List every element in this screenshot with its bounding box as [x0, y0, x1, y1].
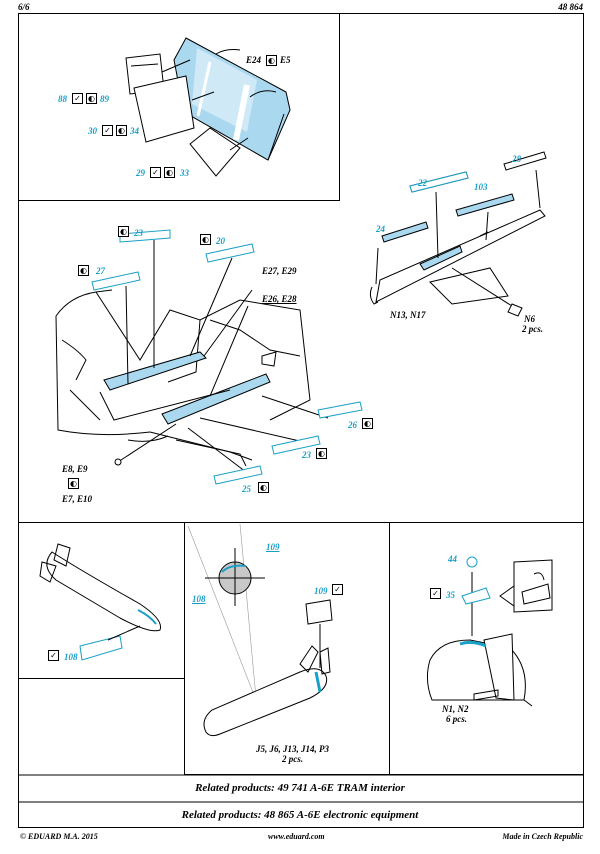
label-n13-n17: N13, N17	[390, 310, 426, 320]
part-29: 29	[136, 168, 145, 178]
label-n6-pcs: 2 pcs.	[522, 324, 543, 334]
fold-icon: ✓	[430, 588, 441, 599]
remove-icon: ◐	[266, 55, 277, 66]
remove-icon: ◐	[118, 226, 129, 237]
part-26: 26	[348, 420, 357, 430]
part-27: 27	[96, 266, 105, 276]
part-103: 103	[474, 182, 488, 192]
fold-icon: ✓	[72, 93, 83, 104]
part-35: 35	[446, 590, 455, 600]
part-23a: 23	[134, 228, 143, 238]
remove-icon: ◐	[68, 478, 79, 489]
page-number: 6/6	[18, 2, 30, 12]
product-code: 48 864	[558, 2, 583, 12]
part-23b: 23	[302, 450, 311, 460]
label-e5: E5	[280, 55, 291, 65]
part-24: 24	[376, 224, 385, 234]
label-j5: J5, J6, J13, J14, P3	[256, 744, 329, 754]
part-34: 34	[130, 126, 139, 136]
remove-icon: ◐	[316, 448, 327, 459]
copyright: © EDUARD M.A. 2015	[20, 832, 98, 841]
airframe-section	[55, 240, 329, 473]
label-j5-pcs: 2 pcs.	[282, 754, 303, 764]
made-in: Made in Czech Republic	[502, 832, 583, 841]
fold-icon: ✓	[332, 584, 343, 595]
label-n6: N6	[524, 314, 535, 324]
remove-icon: ◐	[86, 93, 97, 104]
fold-icon: ✓	[48, 650, 59, 661]
remove-icon: ◐	[362, 418, 373, 429]
bomb-middle	[187, 523, 333, 737]
remove-icon: ◐	[78, 265, 89, 276]
canopy-assembly	[125, 37, 291, 177]
tank-pod	[369, 151, 547, 317]
label-e27-e29: E27, E29	[262, 266, 297, 276]
part-20: 20	[216, 236, 225, 246]
part-89: 89	[100, 94, 109, 104]
part-28: 28	[512, 154, 521, 164]
related-products-1: Related products: 49 741 A-6E TRAM inter…	[195, 782, 405, 794]
related-products-2: Related products: 48 865 A-6E electronic…	[181, 809, 419, 821]
part-88: 88	[58, 94, 67, 104]
part-30: 30	[88, 126, 97, 136]
remove-icon: ◐	[164, 167, 175, 178]
part-44: 44	[448, 554, 457, 564]
part-109b: 109	[314, 586, 328, 596]
part-108b: 108	[192, 594, 206, 604]
remove-icon: ◐	[116, 125, 127, 136]
part-108a: 108	[64, 652, 78, 662]
label-e26-e28: E26, E28	[262, 294, 297, 304]
fold-icon: ✓	[102, 125, 113, 136]
part-33: 33	[180, 168, 189, 178]
remove-icon: ◐	[258, 482, 269, 493]
fold-icon: ✓	[150, 167, 161, 178]
etched-strips	[91, 171, 469, 485]
pod-right	[426, 556, 553, 707]
label-e7-e10: E7, E10	[62, 494, 93, 504]
bomb-left	[39, 543, 162, 661]
label-n1-n2: N1, N2	[442, 704, 469, 714]
website-link[interactable]: www.eduard.com	[268, 832, 325, 841]
remove-icon: ◐	[200, 234, 211, 245]
label-e24: E24	[246, 55, 262, 65]
label-n1-pcs: 6 pcs.	[446, 714, 467, 724]
part-25: 25	[242, 484, 251, 494]
part-109a: 109	[266, 542, 280, 552]
label-e8-e9: E8, E9	[62, 464, 88, 474]
part-22: 22	[418, 178, 427, 188]
